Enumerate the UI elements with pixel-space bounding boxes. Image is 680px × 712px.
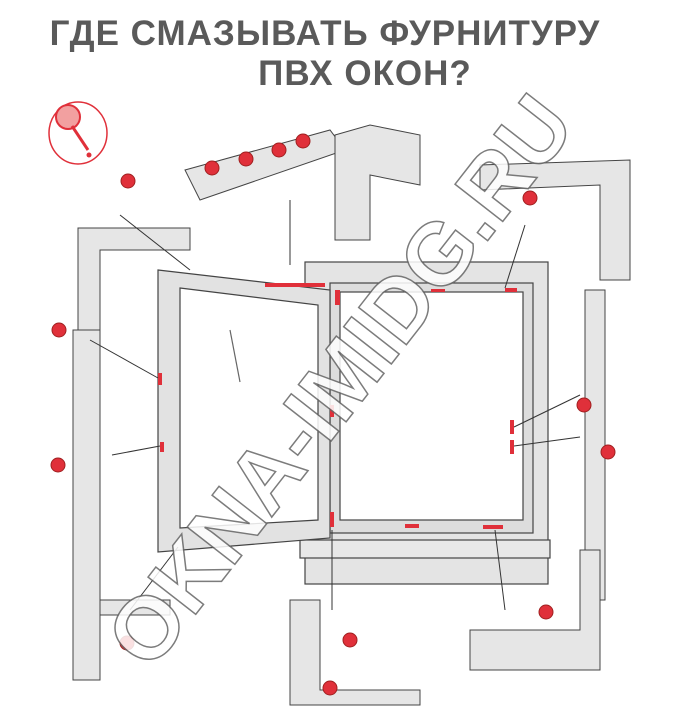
detail-insets: [72, 124, 631, 706]
lubrication-point-icon: [160, 442, 164, 452]
oiler-markers: [50, 133, 616, 696]
title-line-1: ГДЕ СМАЗЫВАТЬ ФУРНИТУРУ: [49, 14, 601, 53]
lubrication-point-icon: [335, 290, 340, 305]
lubrication-point-icon: [510, 420, 514, 434]
oiler-icon: [48, 101, 108, 165]
lubrication-point-icon: [265, 283, 325, 287]
title-line-2: ПВХ ОКОН?: [258, 54, 472, 93]
open-sash: [157, 269, 331, 553]
lubrication-point-icon: [483, 525, 503, 529]
lubrication-point-icon: [510, 440, 514, 454]
lubrication-point-icon: [505, 288, 517, 292]
lubrication-point-icon: [330, 512, 334, 527]
lubrication-points: [158, 283, 517, 529]
lubrication-point-icon: [330, 405, 334, 417]
leader-lines: [89, 200, 581, 611]
lubrication-point-icon: [158, 373, 162, 385]
window-frame: [299, 261, 551, 585]
lubrication-point-icon: [405, 524, 419, 528]
lubrication-point-icon: [431, 289, 445, 292]
